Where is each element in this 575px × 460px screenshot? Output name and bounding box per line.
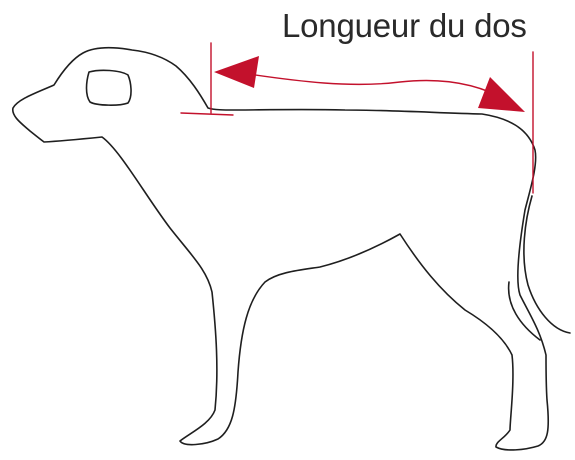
dog-ear (87, 70, 132, 105)
measurement-curve (235, 72, 508, 101)
dog-inner-hind-leg (509, 282, 540, 340)
arrowhead-left-icon (214, 56, 259, 88)
dog-tail (524, 196, 570, 333)
arrowhead-right-icon (478, 77, 525, 112)
dog-body-outline (13, 48, 549, 450)
neck-base-line (181, 113, 233, 115)
back-length-measurement (181, 43, 533, 193)
